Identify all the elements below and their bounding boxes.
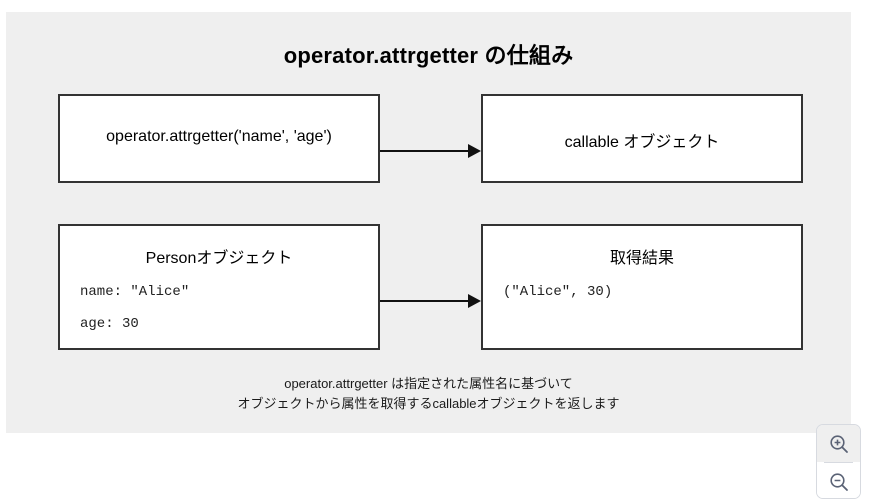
node-result: 取得結果 ("Alice", 30) (481, 224, 803, 350)
diagram-canvas: operator.attrgetter の仕組み operator.attrge… (6, 12, 851, 433)
node-person-object: Personオブジェクト name: "Alice" age: 30 (58, 224, 380, 350)
diagram-caption-line-2: オブジェクトから属性を取得するcallableオブジェクトを返します (237, 396, 620, 411)
person-field-name: name: "Alice" (80, 284, 190, 300)
result-tuple-value: ("Alice", 30) (503, 284, 613, 300)
person-field-age: age: 30 (80, 316, 139, 332)
zoom-in-magnifier-icon (828, 433, 850, 455)
node-attrgetter-call-label: operator.attrgetter('name', 'age') (106, 128, 332, 145)
arrow-call-to-callable (380, 144, 481, 158)
node-person-object-heading: Personオブジェクト (145, 250, 293, 267)
node-callable-object: callable オブジェクト (481, 94, 803, 183)
diagram-caption: operator.attrgetter は指定された属性名に基づいて オブジェク… (6, 374, 851, 414)
zoom-in-button[interactable] (817, 425, 860, 462)
node-attrgetter-call: operator.attrgetter('name', 'age') (58, 94, 380, 183)
diagram-title: operator.attrgetter の仕組み (283, 43, 574, 68)
diagram-caption-line-1: operator.attrgetter は指定された属性名に基づいて (284, 376, 573, 391)
node-callable-object-label: callable オブジェクト (564, 134, 720, 151)
node-result-heading: 取得結果 (609, 250, 674, 267)
arrow-person-to-result (380, 294, 481, 308)
zoom-out-button[interactable] (817, 463, 860, 498)
zoom-controls-divider (824, 462, 853, 463)
zoom-controls (816, 424, 861, 499)
zoom-out-magnifier-icon (828, 471, 850, 493)
